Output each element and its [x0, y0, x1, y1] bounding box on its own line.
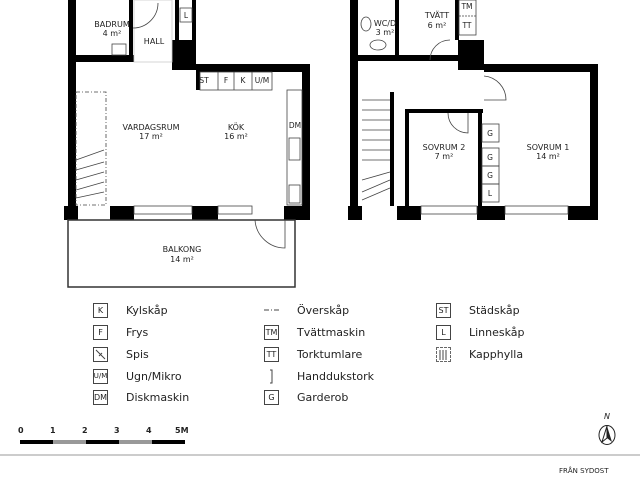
fixture-g: G — [487, 171, 493, 180]
fixture-st: ST — [199, 76, 209, 85]
legend-item-handdukstork: Handdukstork — [264, 368, 374, 384]
orientation-label: FRÅN SYDOST — [559, 467, 609, 475]
room-tvatt: TVÄTT — [424, 10, 449, 20]
legend-item-torktumlare: TT Torktumlare — [264, 346, 362, 362]
room-badrum: BADRUM — [94, 20, 130, 29]
plan-left — [64, 0, 310, 220]
fixture-um: U/M — [255, 76, 270, 85]
plan-right-lines — [360, 0, 569, 215]
plan-right-labels: WC/D 3 m² TVÄTT 6 m² SOVRUM 2 7 m² SOVRU… — [374, 2, 570, 198]
room-badrum-area: 4 m² — [103, 29, 122, 38]
compass-label: N — [604, 412, 610, 421]
room-sovrum-1: SOVRUM 1 — [527, 143, 570, 152]
north-arrow-icon — [598, 425, 616, 445]
scale-tick: 1 — [50, 426, 56, 435]
room-balkong: BALKONG — [163, 245, 202, 254]
legend-symbol: DM — [93, 389, 108, 405]
plan-left-labels: BADRUM 4 m² HALL VARDAGSRUM 17 m² KÖK 16… — [94, 11, 301, 264]
legend-item-overskap: Överskåp — [264, 302, 349, 318]
scale-tick: 3 — [114, 426, 120, 435]
scale-tick: 4 — [146, 426, 152, 435]
legend-label: Tvättmaskin — [297, 325, 366, 339]
legend-item-frys: F Frys — [93, 324, 148, 340]
legend-item-spis: Spis — [93, 346, 149, 362]
divider — [0, 454, 640, 456]
legend-item-ugn-mikro: U/M Ugn/Mikro — [93, 368, 182, 384]
fixture-l: L — [488, 189, 493, 198]
fixture-f: F — [224, 76, 228, 85]
legend-symbol: G — [264, 389, 279, 405]
floor-plans: BADRUM 4 m² HALL VARDAGSRUM 17 m² KÖK 16… — [64, 0, 598, 288]
coat-rack-icon — [436, 346, 451, 362]
scale-bar-graphic — [20, 440, 185, 444]
legend-label: Linneskåp — [469, 325, 525, 339]
fixture-dm: DM — [289, 121, 301, 130]
room-sovrum-1-area: 14 m² — [536, 152, 560, 161]
room-kok-area: 16 m² — [224, 132, 248, 141]
plan-right — [348, 0, 598, 220]
scale-tick: 5M — [175, 426, 189, 435]
legend-item-diskmaskin: DM Diskmaskin — [93, 389, 189, 405]
fixture-tt: TT — [461, 21, 471, 30]
dashdot-icon — [264, 303, 279, 318]
legend-symbol: L — [436, 324, 451, 340]
scale-tick: 0 — [18, 426, 24, 435]
legend-label: Garderob — [297, 390, 349, 404]
legend-label: Spis — [126, 347, 149, 361]
legend-label: Kapphylla — [469, 347, 524, 361]
legend-label: Överskåp — [297, 303, 350, 317]
plan-left-lines — [67, 0, 303, 288]
room-vardagsrum-area: 17 m² — [139, 132, 163, 141]
towel-rail-icon — [264, 369, 279, 384]
legend-symbol: F — [93, 324, 108, 340]
legend-item-kapphylla: Kapphylla — [436, 346, 523, 362]
room-vardagsrum: VARDAGSRUM — [123, 123, 180, 132]
spis-icon — [93, 346, 108, 362]
fixture-tm: TM — [460, 2, 472, 11]
fixture-g: G — [487, 153, 493, 162]
scale-tick: 2 — [82, 426, 88, 435]
legend-label: Frys — [126, 325, 149, 339]
legend-symbol: TM — [264, 324, 279, 340]
legend-label: Torktumlare — [297, 347, 363, 361]
room-wcd: WC/D — [374, 19, 396, 28]
legend-symbol: TT — [264, 346, 279, 362]
room-kok: KÖK — [228, 122, 245, 132]
legend-item-tvattmaskin: TM Tvättmaskin — [264, 324, 365, 340]
room-sovrum-2: SOVRUM 2 — [423, 143, 466, 152]
legend-item-garderob: G Garderob — [264, 389, 348, 405]
room-tvatt-area: 6 m² — [428, 21, 447, 30]
room-balkong-area: 14 m² — [170, 255, 194, 264]
fixture-l: L — [184, 11, 189, 20]
legend-item-stadskap: ST Städskåp — [436, 302, 520, 318]
fixture-k: K — [241, 76, 247, 85]
room-sovrum-2-area: 7 m² — [435, 152, 454, 161]
fixture-g: G — [487, 129, 493, 138]
legend-symbol: ST — [436, 302, 451, 318]
legend-symbol: U/M — [93, 368, 108, 384]
legend-label: Kylskåp — [126, 303, 168, 317]
legend-item-kylskap: K Kylskåp — [93, 302, 168, 318]
legend-label: Diskmaskin — [126, 390, 190, 404]
room-hall: HALL — [144, 37, 165, 46]
legend-label: Städskåp — [469, 303, 520, 317]
legend-item-linneskap: L Linneskåp — [436, 324, 525, 340]
legend-label: Handdukstork — [297, 369, 374, 383]
room-wcd-area: 3 m² — [376, 28, 395, 37]
legend-symbol: K — [93, 302, 108, 318]
legend-label: Ugn/Mikro — [126, 369, 182, 383]
